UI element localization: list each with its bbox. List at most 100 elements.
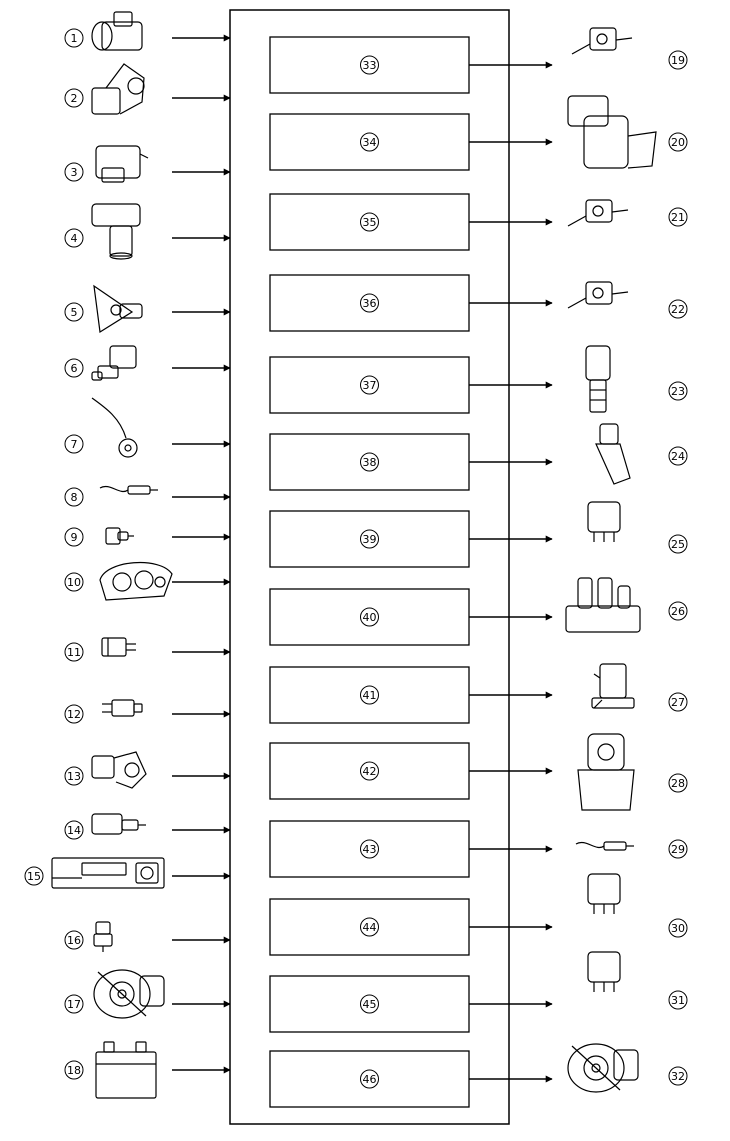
control-block-label: 34 <box>360 132 379 152</box>
control-block-label: 43 <box>360 839 379 859</box>
input-number-label: 9 <box>64 527 84 547</box>
temperature-switch-icon <box>91 813 146 835</box>
output-number-label-text: 19 <box>671 54 685 67</box>
egr-valve-icon <box>577 733 635 811</box>
input-component: 1 <box>64 11 231 51</box>
control-block-box <box>269 975 470 1033</box>
input-number-label-text: 7 <box>71 438 78 451</box>
input-number-label-text: 18 <box>67 1064 81 1077</box>
control-block-box <box>269 36 470 94</box>
control-block-label-text: 44 <box>363 921 377 934</box>
output-component: 26 <box>469 577 688 633</box>
control-block-label: 38 <box>360 452 379 472</box>
control-block: 39 <box>269 510 470 568</box>
control-block: 41 <box>269 666 470 724</box>
input-number-label: 14 <box>64 820 84 840</box>
climate-control-panel-icon <box>51 857 165 889</box>
input-number-label: 17 <box>64 994 84 1014</box>
relay-icon <box>587 501 621 542</box>
input-number-label-text: 17 <box>67 998 81 1011</box>
control-block-label-text: 38 <box>363 456 377 469</box>
output-number-label: 23 <box>668 381 688 401</box>
output-number-label: 26 <box>668 601 688 621</box>
output-component: 22 <box>469 281 688 319</box>
input-component: 18 <box>64 1041 231 1099</box>
control-unit-frame <box>229 9 510 1125</box>
input-component: 11 <box>64 637 231 662</box>
output-number-label-text: 29 <box>671 843 685 856</box>
control-block-label-text: 43 <box>363 843 377 856</box>
input-component: 13 <box>64 751 231 789</box>
oxygen-sensor-icon <box>99 485 158 495</box>
input-number-label: 12 <box>64 704 84 724</box>
output-number-label-text: 20 <box>671 136 685 149</box>
output-component: 24 <box>469 423 688 485</box>
control-block-label: 45 <box>360 994 379 1014</box>
input-component: 17 <box>64 969 231 1019</box>
mass-air-flow-sensor-icon <box>91 11 143 51</box>
output-number-label: 21 <box>668 207 688 227</box>
output-number-label: 25 <box>668 534 688 554</box>
control-block-label-text: 46 <box>363 1073 377 1086</box>
input-number-label: 10 <box>64 572 84 592</box>
output-number-label-text: 25 <box>671 538 685 551</box>
input-number-label-text: 16 <box>67 934 81 947</box>
input-number-label: 7 <box>64 434 84 454</box>
control-block: 37 <box>269 356 470 414</box>
input-number-label-text: 11 <box>67 646 81 659</box>
idle-air-control-valve-icon <box>567 95 657 169</box>
output-number-label-text: 23 <box>671 385 685 398</box>
output-component: 27 <box>469 663 688 712</box>
solenoid-valve-icon <box>567 199 629 227</box>
input-number-label: 11 <box>64 642 84 662</box>
control-block-label: 39 <box>360 529 379 549</box>
input-number-label-text: 6 <box>71 362 78 375</box>
input-component: 9 <box>64 527 231 547</box>
control-block-box <box>269 113 470 171</box>
control-block-label-text: 33 <box>363 59 377 72</box>
output-number-label: 24 <box>668 446 688 466</box>
input-component: 7 <box>64 397 231 458</box>
control-block-box <box>269 898 470 956</box>
control-block-label: 36 <box>360 293 379 313</box>
crankshaft-position-sensor-icon <box>93 284 143 334</box>
output-component: 21 <box>469 199 688 227</box>
control-block: 45 <box>269 975 470 1033</box>
manifold-pressure-sensor-icon <box>95 145 149 183</box>
control-block-box <box>269 356 470 414</box>
output-component: 28 <box>469 733 688 811</box>
control-block-label: 35 <box>360 212 379 232</box>
output-number-label-text: 31 <box>671 994 685 1007</box>
coolant-temperature-sensor-icon <box>91 345 137 381</box>
input-number-label-text: 3 <box>71 166 78 179</box>
input-number-label: 6 <box>64 358 84 378</box>
input-number-label-text: 10 <box>67 576 81 589</box>
input-component: 10 <box>64 561 231 601</box>
refrigerant-pressure-switch-icon <box>93 921 113 952</box>
output-number-label: 27 <box>668 692 688 712</box>
output-component: 31 <box>469 951 688 1010</box>
instrument-cluster-icon <box>99 561 173 601</box>
battery-icon <box>95 1041 157 1099</box>
generator-icon <box>567 1043 639 1093</box>
control-block-label-text: 35 <box>363 216 377 229</box>
output-number-label-text: 21 <box>671 211 685 224</box>
input-number-label-text: 4 <box>71 232 78 245</box>
vehicle-speed-sensor-icon <box>105 527 134 545</box>
input-component: 8 <box>64 485 231 507</box>
output-component: 25 <box>469 501 688 554</box>
knock-sensor-icon <box>91 397 138 458</box>
input-number-label: 8 <box>64 487 84 507</box>
control-block-label-text: 37 <box>363 379 377 392</box>
output-number-label-text: 26 <box>671 605 685 618</box>
control-block-label-text: 34 <box>363 136 377 149</box>
steering-pressure-switch-icon <box>91 751 147 789</box>
solenoid-icon <box>591 663 635 709</box>
control-block-label: 46 <box>360 1069 379 1089</box>
relay-icon <box>587 951 621 992</box>
output-number-label-text: 28 <box>671 777 685 790</box>
output-component: 29 <box>469 839 688 859</box>
solenoid-valve-icon <box>567 281 629 309</box>
fuel-injector-icon <box>595 423 631 485</box>
